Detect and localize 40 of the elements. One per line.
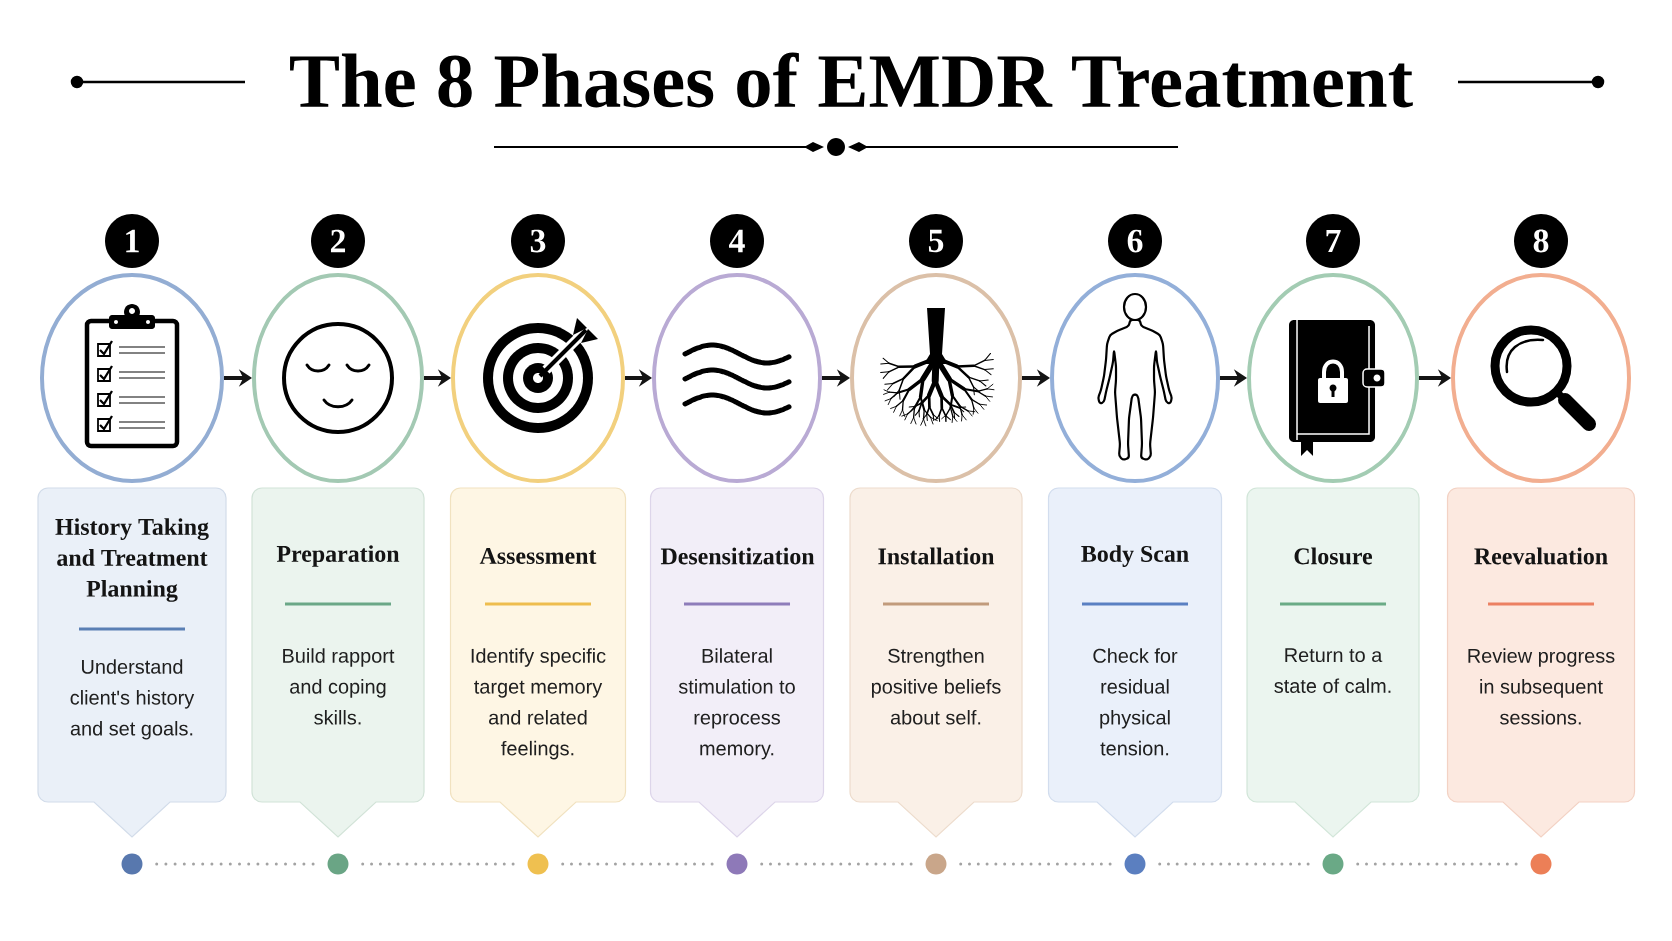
number-badge: 6 — [1108, 214, 1162, 268]
number-badge: 3 — [511, 214, 565, 268]
dotted-line — [361, 862, 515, 866]
card-heading: History Taking and Treatment Planning — [55, 518, 209, 602]
card-heading: Closure — [1294, 547, 1372, 565]
timeline-dot — [1322, 853, 1344, 875]
dotted-line — [1158, 862, 1310, 866]
timeline-dot — [925, 853, 947, 875]
timeline-dot — [121, 853, 143, 875]
card-heading: Assessment — [479, 548, 597, 564]
card-heading: Installation — [878, 547, 995, 565]
card-text: Strengthen positive beliefs about self. — [871, 648, 1001, 725]
timeline-dot — [726, 853, 748, 875]
number-badge: 4 — [710, 214, 764, 268]
card-text: Understand client's history and set goals. — [70, 659, 195, 740]
timeline-dot — [1124, 853, 1146, 875]
timeline-dot — [527, 853, 549, 875]
timeline-dot — [1530, 853, 1552, 875]
card-text: Check for residual physical tension. — [1093, 648, 1178, 756]
card-heading: Reevaluation — [1474, 547, 1608, 565]
dotted-line — [561, 862, 714, 866]
dotted-line — [959, 862, 1112, 866]
title: The 8 Phases of EMDR Treatment — [290, 52, 1413, 108]
card-text: Build rapport and coping skills. — [283, 648, 395, 725]
number-badge: 2 — [311, 214, 365, 268]
card-text: Return to a state of calm. — [1274, 648, 1391, 693]
card-heading: Preparation — [276, 545, 400, 567]
card-heading: Desensitization — [660, 547, 815, 565]
dotted-line — [155, 862, 315, 866]
number-badge: 5 — [909, 214, 963, 268]
timeline-dot — [327, 853, 349, 875]
card-text: Bilateral stimulation to reprocess memory. — [678, 648, 795, 760]
card-heading: Body Scan — [1081, 545, 1189, 567]
number-badge: 8 — [1514, 214, 1568, 268]
dotted-line — [1356, 862, 1518, 866]
number-badge: 1 — [105, 214, 159, 268]
card-text: Identify specific target memory and related feelings. — [471, 648, 606, 760]
dotted-line — [760, 862, 913, 866]
card-text: Review progress in subsequent sessions. — [1468, 648, 1615, 725]
number-badge: 7 — [1306, 214, 1360, 268]
